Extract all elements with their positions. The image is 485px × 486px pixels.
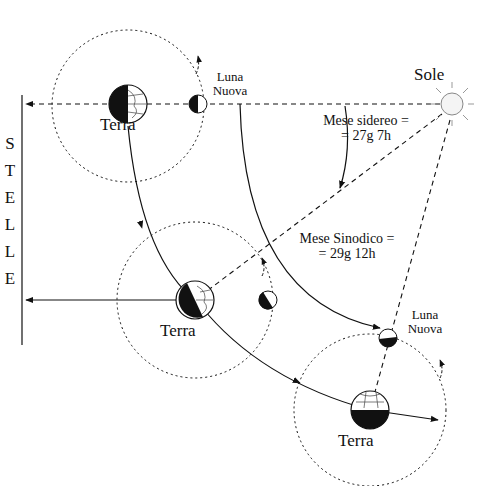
earth-symbol	[176, 281, 214, 319]
moon-symbol	[259, 291, 277, 309]
moon-orbit	[52, 30, 204, 182]
moon-symbol	[379, 329, 397, 347]
synodic-month-label: Mese Sinodico = = 29g 12h	[295, 232, 399, 261]
earth-label: Terra	[100, 116, 160, 134]
earth-orbit-path	[128, 126, 190, 296]
sun-label: Sole	[414, 66, 464, 84]
sun-direction	[370, 120, 450, 410]
moon-orbit	[117, 222, 273, 378]
earth-orbit-path	[200, 305, 438, 420]
star-direction	[26, 299, 190, 300]
moon-symbol	[189, 95, 207, 113]
star-direction	[26, 103, 440, 104]
moon-motion-arrow	[196, 56, 199, 74]
earth-path-arrow	[270, 367, 300, 383]
moon-orbit	[294, 334, 446, 486]
stars-line	[21, 95, 22, 345]
new-moon-label: Luna Nuova	[205, 70, 255, 97]
sun-direction	[195, 114, 442, 300]
new-moon-label: Luna Nuova	[400, 308, 450, 335]
moon-motion-arrow	[262, 258, 264, 276]
earth-path-arrow	[130, 150, 142, 228]
earth-label: Terra	[338, 432, 398, 450]
sidereal-month-label: Mese sidereo = = 27g 7h	[318, 114, 414, 143]
earth-symbol	[351, 391, 389, 429]
moon-motion-arrow	[440, 360, 442, 378]
sun-symbol	[430, 82, 474, 126]
stars-label: STELLE	[3, 130, 17, 292]
earth-label: Terra	[160, 322, 220, 340]
